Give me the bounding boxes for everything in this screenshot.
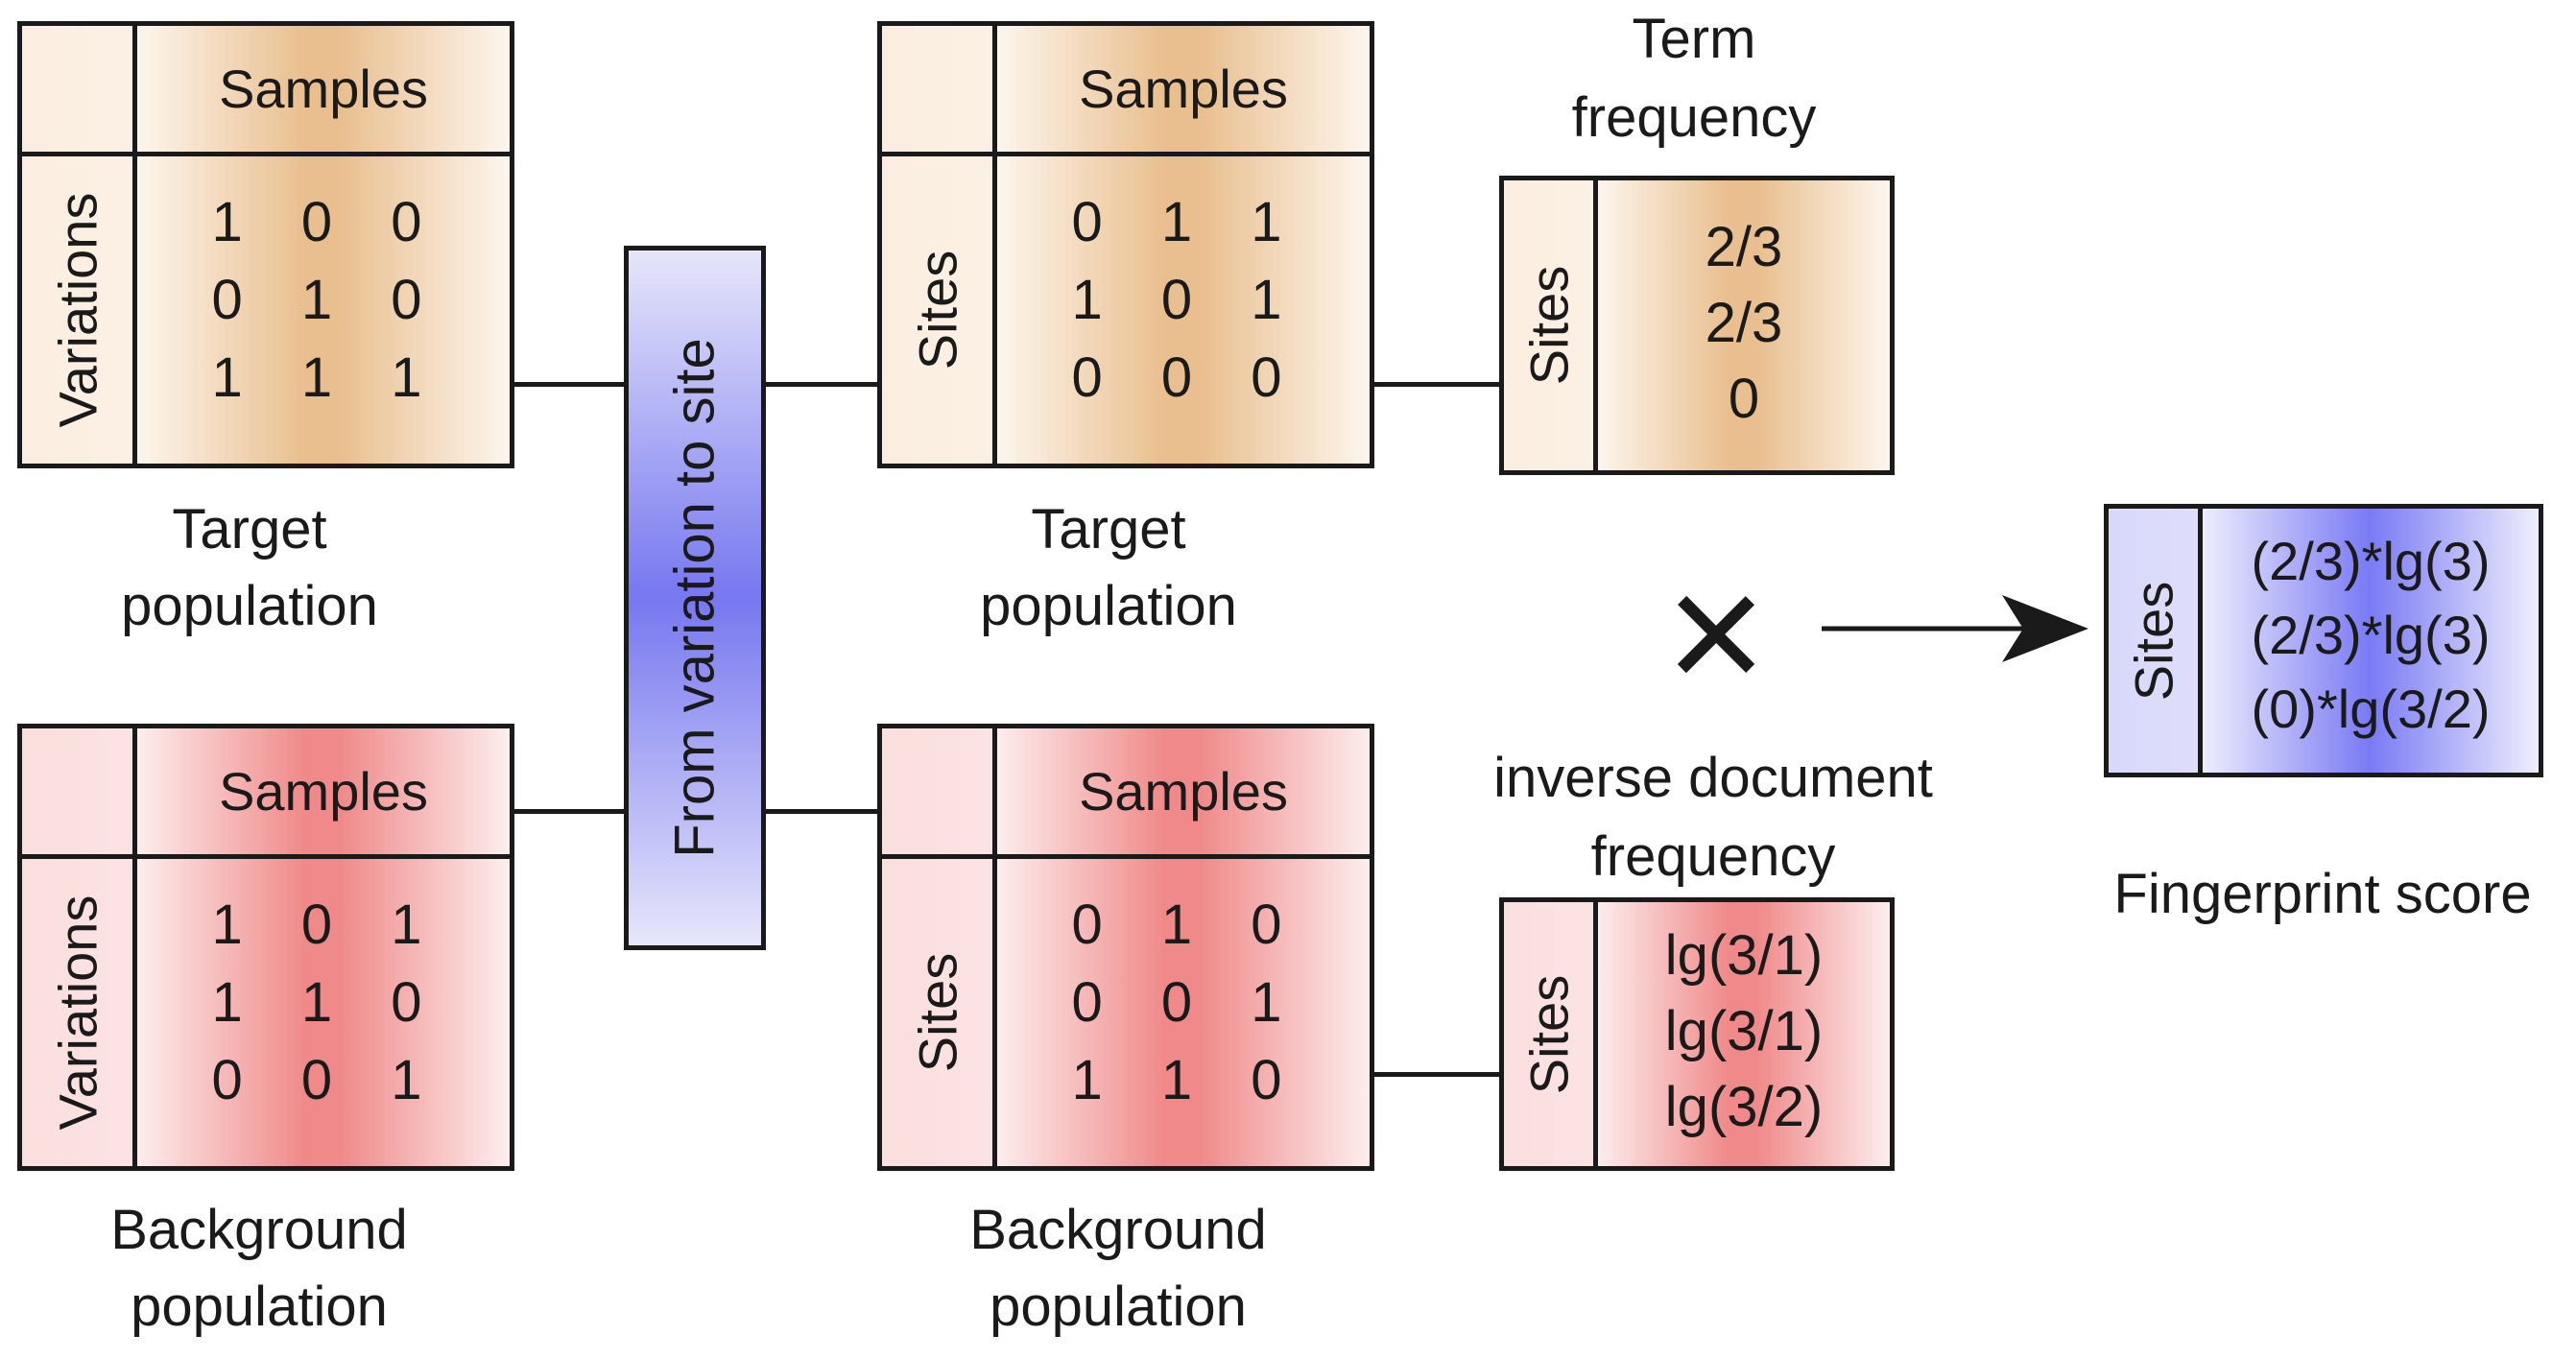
matrix-cell: 1 (211, 894, 243, 956)
matrix-cell: 0 (391, 269, 422, 331)
variation-to-site-transform: From variation to site (624, 246, 766, 950)
matrix-cell: 1 (1071, 269, 1103, 331)
vector-value: 0 (1728, 368, 1760, 430)
samples-header: Samples (219, 59, 428, 119)
sites-axis-label: Sites (907, 250, 967, 370)
matrix-cell: 1 (211, 346, 243, 409)
connector (766, 382, 877, 387)
vector-value: lg(3/1) (1664, 924, 1824, 987)
term-frequency-values: 2/3 2/3 0 (1598, 215, 1890, 431)
matrix-cell: 0 (1251, 346, 1282, 409)
matrix-cell: 0 (300, 191, 333, 253)
vector-value: (0)*lg(3/2) (2251, 679, 2491, 739)
vector-value: lg(3/1) (1664, 1000, 1824, 1062)
term-frequency-vector: Sites 2/3 2/3 0 (1499, 176, 1895, 475)
matrix-cell: 1 (211, 191, 243, 253)
samples-header: Samples (219, 761, 428, 822)
matrix-cell: 0 (211, 1049, 243, 1111)
matrix-cell: 0 (300, 894, 333, 956)
idf-values: lg(3/1) lg(3/1) lg(3/2) (1598, 923, 1890, 1139)
fingerprint-score-label: Fingerprint score (2113, 863, 2532, 925)
vector-value: lg(3/2) (1664, 1076, 1824, 1138)
target-population-label-2: Target population (980, 498, 1237, 637)
matrix-cell: 1 (300, 269, 333, 331)
matrix-cell: 1 (211, 971, 243, 1034)
matrix-cell: 0 (391, 971, 422, 1034)
sites-axis-label: Sites (2123, 581, 2183, 701)
matrix-cell: 0 (1251, 1049, 1282, 1111)
samples-header: Samples (1079, 761, 1288, 822)
matrix-cell: 0 (1160, 971, 1193, 1034)
matrix-cell: 1 (391, 1049, 422, 1111)
vector-value: (2/3)*lg(3) (2251, 605, 2491, 665)
variations-axis-label: Variations (47, 192, 107, 428)
matrix-cell: 0 (1071, 191, 1103, 253)
matrix-cell: 1 (1160, 191, 1193, 253)
matrix-cell: 1 (1251, 269, 1282, 331)
matrix-cell: 1 (1071, 1049, 1103, 1111)
matrix-cell: 1 (1160, 1049, 1193, 1111)
matrix-cell: 1 (1251, 971, 1282, 1034)
matrix-cell: 0 (1251, 894, 1282, 956)
sites-axis-label: Sites (1518, 974, 1579, 1094)
matrix-cell: 1 (391, 894, 422, 956)
vector-value: 2/3 (1705, 292, 1783, 354)
fingerprint-values: (2/3)*lg(3) (2/3)*lg(3) (0)*lg(3/2) (2203, 530, 2539, 740)
connector (514, 809, 624, 814)
fingerprint-vector: Sites (2/3)*lg(3) (2/3)*lg(3) (0)*lg(3/2) (2104, 504, 2543, 777)
arrow-right-icon (1822, 595, 2088, 662)
sites-axis-label: Sites (907, 952, 967, 1073)
matrix-cell: 0 (1071, 971, 1103, 1034)
background-population-label-2: Background population (969, 1199, 1267, 1338)
matrix-cell: 1 (1160, 894, 1193, 956)
matrix-cell: 0 (391, 191, 422, 253)
idf-vector: Sites lg(3/1) lg(3/1) lg(3/2) (1499, 897, 1895, 1171)
vector-value: (2/3)*lg(3) (2251, 531, 2491, 591)
matrix-cell: 1 (300, 971, 333, 1034)
matrix-cell: 0 (1071, 346, 1103, 409)
multiply-icon: × (1665, 536, 1767, 729)
matrix-cell: 0 (1071, 894, 1103, 956)
matrix-cell: 1 (300, 346, 333, 409)
samples-header: Samples (1079, 59, 1288, 119)
matrix-cell: 0 (300, 1049, 333, 1111)
matrix-cell: 0 (1160, 269, 1193, 331)
variations-axis-label: Variations (47, 894, 107, 1131)
sites-axis-label: Sites (1518, 265, 1579, 386)
matrix-cell: 1 (391, 346, 422, 409)
background-population-label-1: Background population (110, 1199, 408, 1338)
transform-label: From variation to site (663, 338, 727, 858)
matrix-cell: 1 (1251, 191, 1282, 253)
idf-title: inverse document frequency (1493, 747, 1933, 888)
term-frequency-title: Term frequency (1571, 8, 1817, 149)
vector-value: 2/3 (1705, 216, 1783, 278)
matrix-cell: 0 (1160, 346, 1193, 409)
matrix-cell: 0 (211, 269, 243, 331)
connector (514, 382, 624, 387)
connector (766, 809, 877, 814)
connector (1374, 382, 1499, 387)
connector (1374, 1072, 1499, 1077)
target-population-label-1: Target population (121, 498, 378, 637)
